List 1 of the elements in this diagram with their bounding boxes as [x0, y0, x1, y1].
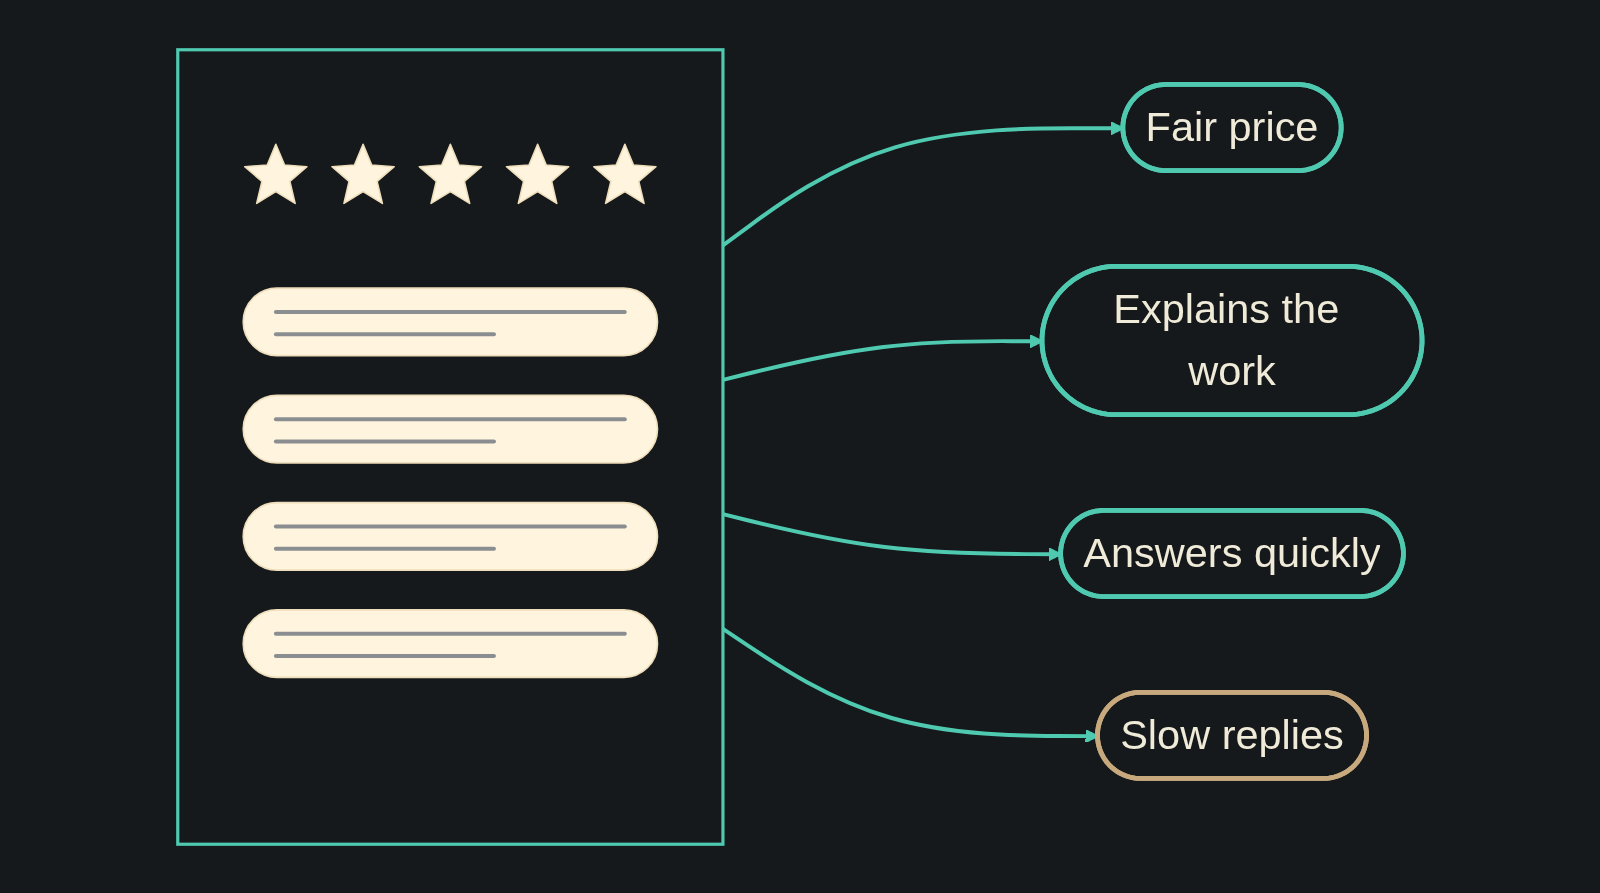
node-picture: [176, 47, 725, 846]
